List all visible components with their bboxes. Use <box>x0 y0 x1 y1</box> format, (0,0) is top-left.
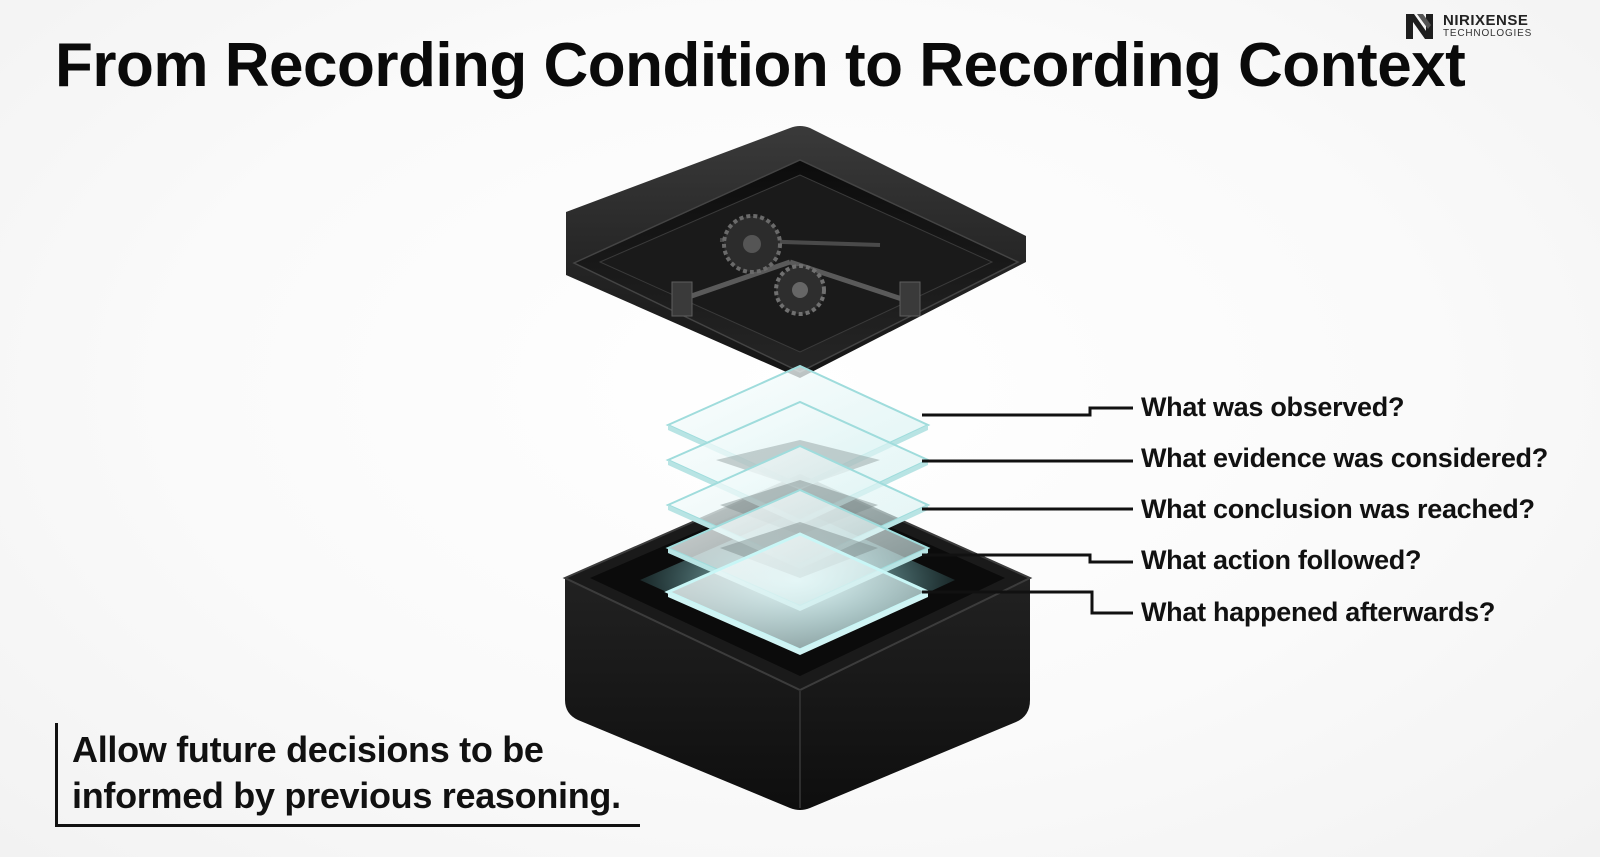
logo-subtitle: TECHNOLOGIES <box>1443 28 1533 39</box>
leader-line-5 <box>922 590 1133 615</box>
question-label-1: What was observed? <box>1141 392 1405 422</box>
question-label-3: What conclusion was reached? <box>1141 494 1535 524</box>
question-label-2: What evidence was considered? <box>1141 443 1548 473</box>
company-logo: NIRIXENSE TECHNOLOGIES <box>1403 10 1553 42</box>
logo-mark-icon <box>1406 14 1433 39</box>
box-lid <box>566 126 1026 378</box>
question-label-4: What action followed? <box>1141 545 1422 575</box>
question-label-5: What happened afterwards? <box>1141 597 1496 627</box>
leader-lines <box>922 406 1133 615</box>
glass-layers <box>664 364 932 655</box>
callout-text: Allow future decisions to be informed by… <box>72 729 621 816</box>
callout-box: Allow future decisions to be informed by… <box>55 723 640 827</box>
slide-title: From Recording Condition to Recording Co… <box>55 31 1466 100</box>
leader-line-4 <box>922 553 1133 564</box>
gear-mechanism-icon <box>671 214 921 317</box>
logo-name: NIRIXENSE <box>1443 12 1529 29</box>
leader-line-1 <box>922 406 1133 417</box>
logo-text: NIRIXENSE TECHNOLOGIES <box>1443 13 1532 39</box>
